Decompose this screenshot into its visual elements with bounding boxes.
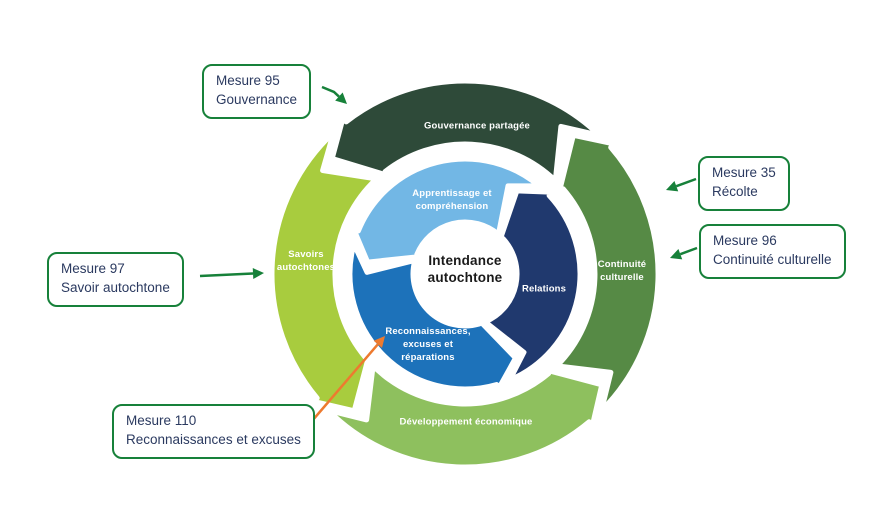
arrow-mesure-35-line [675, 177, 697, 188]
callout-mesure-97: Mesure 97 Savoir autochtone [47, 252, 184, 307]
callout-mesure-95: Mesure 95 Gouvernance [202, 64, 312, 119]
callout-measure: Mesure 97 [61, 261, 125, 276]
callout-label: Continuité culturelle [713, 251, 832, 267]
callout-measure: Mesure 35 [712, 165, 776, 180]
arrow-mesure-110-line [305, 343, 379, 429]
callout-measure: Mesure 96 [713, 233, 777, 248]
arrow-mesure-96-head [670, 249, 683, 260]
callout-label: Gouvernance [216, 91, 298, 107]
inner-segment-relations [482, 188, 583, 383]
callout-mesure-35: Mesure 35 Récolte [698, 156, 790, 211]
outer-segment-developpement-economique [326, 363, 605, 470]
arrow-mesure-95-head [335, 92, 347, 104]
arrow-mesure-97-line [199, 272, 254, 278]
arrow-mesure-35-head [666, 181, 679, 192]
callout-measure: Mesure 110 [126, 413, 197, 428]
outer-segment-continuite-culturelle [554, 132, 661, 413]
outer-segment-gouvernance-partagee [329, 78, 602, 183]
callout-mesure-96: Mesure 96 Continuité culturelle [699, 224, 846, 279]
callout-label: Reconnaissances et excuses [126, 431, 301, 447]
callout-mesure-110: Mesure 110 Reconnaissances et excuses [112, 404, 315, 459]
inner-segment-apprentissage-comprehension [351, 156, 542, 265]
center-label: Intendance autochtone [427, 253, 503, 285]
arrow-mesure-95-line [321, 85, 340, 98]
arrow-mesure-110-head [373, 336, 385, 348]
arrow-mesure-96-line [679, 246, 698, 256]
arrow-mesure-97-head [252, 268, 264, 280]
callout-label: Récolte [712, 183, 758, 199]
callout-label: Savoir autochtone [61, 279, 170, 295]
inner-segment-reconnaissances-excuses-reparations [347, 241, 518, 392]
callout-measure: Mesure 95 [216, 73, 280, 88]
outer-segment-savoirs-autochtones [269, 130, 379, 414]
